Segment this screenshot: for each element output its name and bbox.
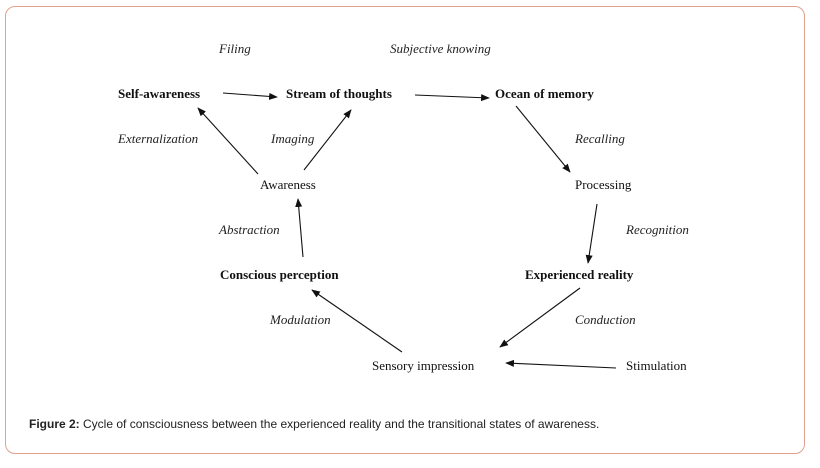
arrow-processing-to-experienced [585, 203, 598, 264]
node-self-awareness: Self-awareness [118, 86, 200, 101]
label-abstraction: Abstraction [218, 222, 280, 237]
label-subjective-knowing: Subjective knowing [390, 41, 491, 56]
label-conduction: Conduction [575, 312, 636, 327]
figure-caption: Figure 2: Cycle of consciousness between… [29, 417, 599, 431]
arrow-stream-to-ocean [414, 94, 490, 102]
node-ocean-of-memory: Ocean of memory [495, 86, 594, 101]
node-conscious-perception: Conscious perception [220, 267, 339, 282]
figure-frame [5, 6, 805, 454]
caption-label: Figure 2: [29, 417, 80, 431]
node-sensory-impression: Sensory impression [372, 358, 475, 373]
arrow-conscious-perception-to-awareness [295, 198, 304, 258]
node-stream-of-thoughts: Stream of thoughts [286, 86, 392, 101]
node-processing: Processing [575, 177, 632, 192]
arrow-ocean-to-processing [515, 105, 571, 173]
label-modulation: Modulation [269, 312, 331, 327]
label-imaging: Imaging [270, 131, 315, 146]
arrow-self-awareness-to-stream [222, 92, 278, 100]
arrow-experienced-to-sensory [499, 287, 581, 348]
label-recalling: Recalling [574, 131, 625, 146]
label-recognition: Recognition [625, 222, 689, 237]
node-experienced-reality: Experienced reality [525, 267, 634, 282]
label-externalization: Externalization [117, 131, 198, 146]
arrow-sensory-to-conscious-perception [311, 289, 403, 353]
node-awareness: Awareness [260, 177, 316, 192]
arrow-awareness-to-stream [303, 109, 352, 171]
label-filing: Filing [218, 41, 251, 56]
caption-text: Cycle of consciousness between the exper… [79, 417, 600, 431]
arrow-stimulation-to-sensory [505, 359, 617, 369]
node-stimulation: Stimulation [626, 358, 687, 373]
arrow-awareness-to-self-awareness [197, 107, 259, 175]
